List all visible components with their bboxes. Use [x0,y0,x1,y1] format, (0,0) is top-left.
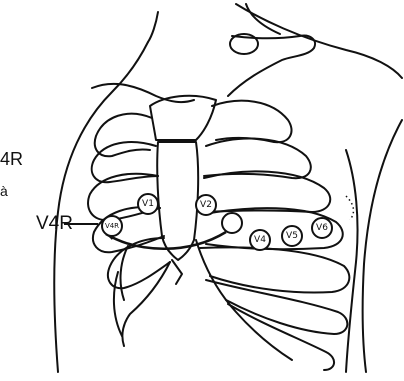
electrode-v1-label: V1 [142,199,154,209]
right-body-outline [363,120,402,372]
apex-marker [346,196,353,220]
electrode-v4r-label: V4R [105,222,119,230]
left-rib-2 [92,142,158,182]
electrode-v3 [222,213,242,233]
neck-line-left [148,12,158,42]
right-lateral-edge [346,150,358,372]
right-rib-6 [206,280,347,334]
left-costal-margin [122,262,170,346]
xiphoid [172,260,182,284]
electrode-v6-label: V6 [316,223,328,233]
right-rib-7 [228,304,334,370]
left-clavicle [92,84,194,102]
v4r-callout-label: V4R [36,214,73,233]
electrode-v2-label: V2 [200,200,212,210]
sternum-body [157,142,198,260]
right-rib-5 [200,247,349,292]
right-rib-3 [204,171,330,212]
right-clavicle [228,36,315,96]
right-shoulder-outline [236,4,402,78]
margin-text-fragment-2: à [0,184,8,198]
electrode-v4-label: V4 [254,235,266,245]
right-rib-1 [212,101,292,142]
electrode-v5-label: V5 [286,231,298,241]
right-costal-margin [196,240,292,360]
margin-text-fragment-1: 4R [0,150,23,168]
